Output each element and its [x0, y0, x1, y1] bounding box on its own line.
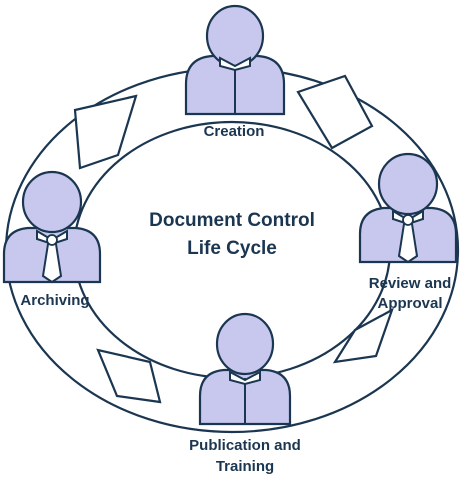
creation-person-icon [184, 4, 286, 116]
review-label-line2: Approval [377, 295, 442, 312]
arrow-creation-to-review [296, 74, 374, 150]
creation-label: Creation [204, 123, 265, 140]
review-person-icon [358, 152, 458, 264]
center-title-line1: Document Control [149, 210, 315, 231]
arrow-archiving-to-creation [73, 94, 138, 170]
archiving-person-icon [2, 170, 102, 284]
publication-person-icon [198, 312, 292, 426]
publication-label-line2: Training [216, 458, 274, 475]
review-label-line1: Review and [369, 275, 452, 292]
archiving-label: Archiving [20, 292, 89, 309]
cycle-ring [4, 66, 460, 434]
center-title-line2: Life Cycle [187, 238, 277, 259]
publication-label-line1: Publication and [189, 437, 301, 454]
arrow-review-to-publication [332, 307, 394, 364]
arrow-publication-to-archiving [96, 348, 162, 404]
